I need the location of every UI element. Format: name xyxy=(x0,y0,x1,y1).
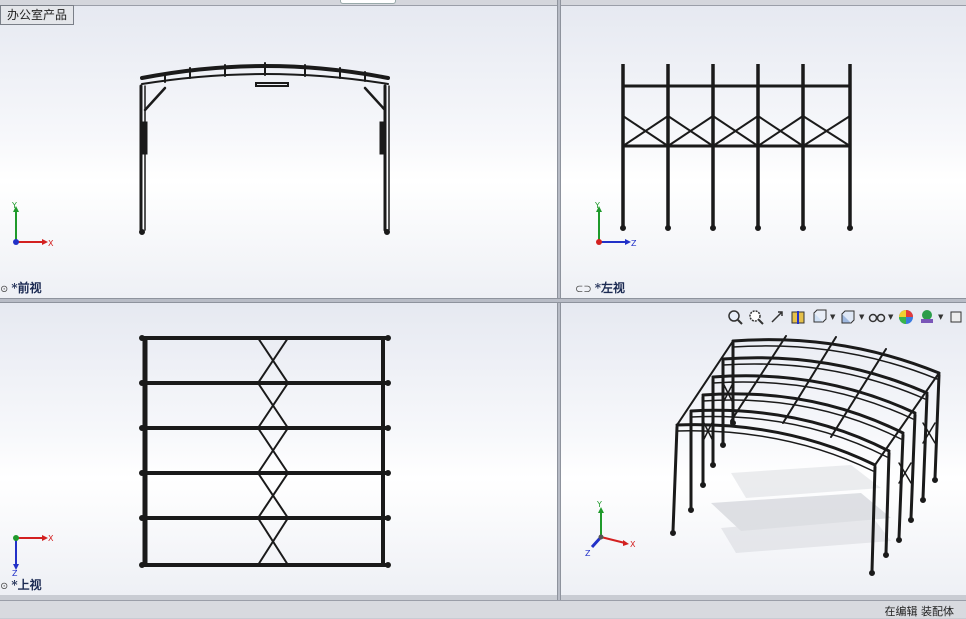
chevron-down-icon[interactable]: ▼ xyxy=(859,313,865,321)
display-style-icon[interactable] xyxy=(838,307,858,327)
status-text: 在编辑 装配体 xyxy=(884,605,955,618)
triad-top-x: X xyxy=(48,534,54,543)
triad-left-z: Z xyxy=(631,239,637,248)
triad-front-y: Y xyxy=(11,202,17,210)
left-view-model xyxy=(620,64,853,231)
hide-show-items-icon[interactable] xyxy=(867,307,887,327)
front-view-model xyxy=(139,62,390,235)
triad-front-x: X xyxy=(48,239,54,248)
document-title-tab[interactable]: 办公室产品 xyxy=(0,5,75,25)
triad-front: Y X xyxy=(11,202,54,248)
status-bar: 在编辑 装配体 xyxy=(0,600,966,618)
window-top-bar xyxy=(0,0,966,6)
viewport-front[interactable]: Y X ⊙*前视 xyxy=(0,6,557,298)
zoom-to-area-icon[interactable] xyxy=(746,307,766,327)
edit-appearance-icon[interactable] xyxy=(896,307,916,327)
view-label-front[interactable]: ⊙*前视 xyxy=(0,281,42,295)
viewport-top[interactable]: X Z ⊙*上视 xyxy=(0,303,557,595)
triad-top: X Z xyxy=(12,534,54,578)
viewport-splitter-horizontal[interactable] xyxy=(0,298,966,303)
top-view-model xyxy=(139,335,391,568)
triad-iso: Y X Z xyxy=(585,501,636,558)
previous-view-icon[interactable] xyxy=(767,307,787,327)
chevron-down-icon[interactable]: ▼ xyxy=(938,313,944,321)
isometric-view-model xyxy=(670,335,941,576)
view-label-top[interactable]: ⊙*上视 xyxy=(0,578,42,592)
zoom-to-fit-icon[interactable] xyxy=(725,307,745,327)
view-settings-icon[interactable] xyxy=(946,307,966,327)
section-view-icon[interactable] xyxy=(788,307,808,327)
viewport-isometric[interactable]: ▼ ▼ ▼ ▼ xyxy=(561,303,966,595)
triad-top-z: Z xyxy=(12,569,18,578)
view-link-icon: ⊙ xyxy=(0,284,9,295)
triad-left-y: Y xyxy=(594,202,600,210)
view-link-icon: ⊙ xyxy=(0,581,9,592)
apply-scene-icon[interactable] xyxy=(917,307,937,327)
viewport-left[interactable]: Y Z ⊂⊃*左视 xyxy=(561,6,966,298)
chevron-down-icon[interactable]: ▼ xyxy=(888,313,894,321)
heads-up-view-toolbar: ▼ ▼ ▼ ▼ xyxy=(725,306,966,328)
triad-iso-y: Y xyxy=(596,501,602,509)
triad-iso-x: X xyxy=(630,540,636,549)
triad-left: Y Z xyxy=(594,202,637,248)
view-label-left[interactable]: ⊂⊃*左视 xyxy=(575,281,626,295)
chevron-down-icon[interactable]: ▼ xyxy=(830,313,836,321)
top-tab-handle[interactable] xyxy=(340,0,396,4)
view-link-icon: ⊂⊃ xyxy=(575,284,592,295)
triad-iso-z: Z xyxy=(585,549,591,558)
view-orientation-icon[interactable] xyxy=(809,307,829,327)
